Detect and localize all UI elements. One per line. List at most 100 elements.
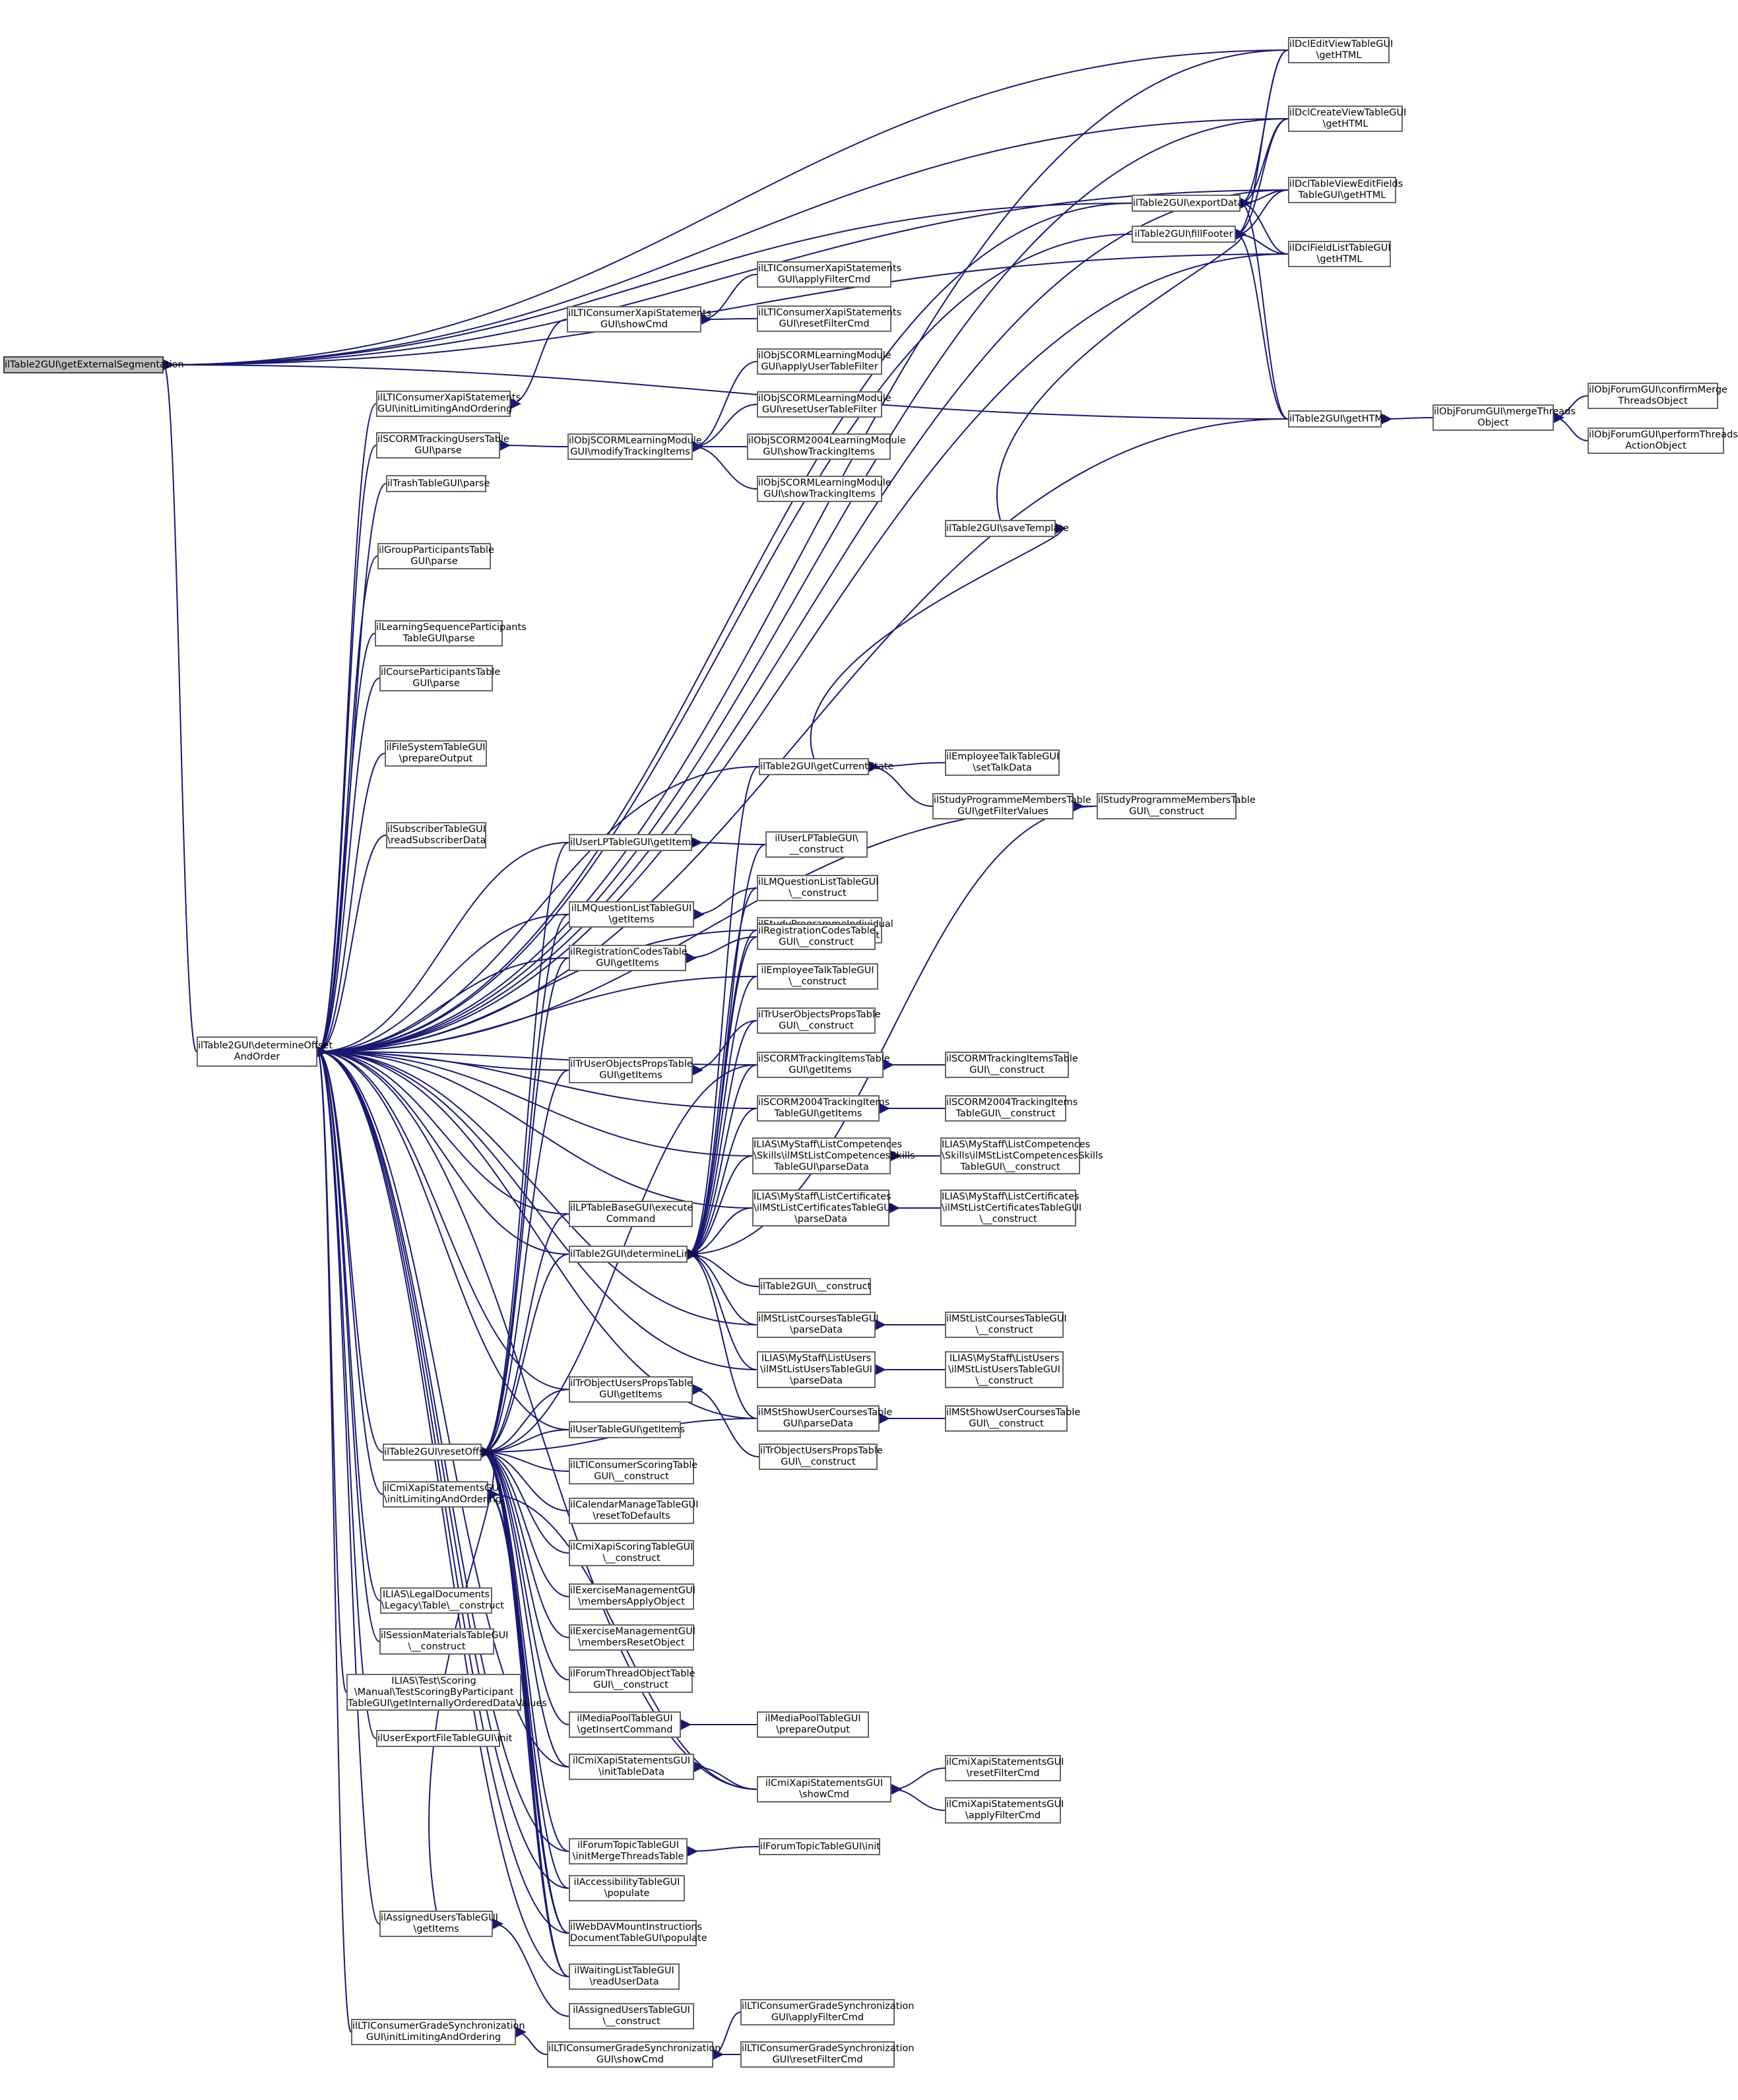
node-resetoffset[interactable]: ilTable2GUI\resetOffset — [383, 1444, 494, 1461]
node-cal-reset[interactable]: ilCalendarManageTableGUI\resetToDefaults — [569, 1498, 698, 1524]
node-assigned-items[interactable]: ilAssignedUsersTableGUI\getItems — [379, 1911, 498, 1937]
node-label-line: ilObjForumGUI\performThreads — [1589, 430, 1738, 440]
node-emp-talk-construct[interactable]: ilEmployeeTalkTableGUI\__construct — [757, 963, 878, 990]
node-cmi-scoring[interactable]: ilCmiXapiScoringTableGUI\__construct — [569, 1540, 694, 1566]
node-cmi-reset[interactable]: ilCmiXapiStatementsGUI\resetFilterCmd — [945, 1755, 1064, 1781]
node-label-line: ilWaitingListTableGUI — [574, 1965, 674, 1976]
node-waiting[interactable]: ilWaitingListTableGUI\readUserData — [569, 1963, 680, 1990]
node-cmi-init-limit[interactable]: ilCmiXapiStatementsGUI\initLimitingAndOr… — [383, 1481, 501, 1508]
node-label-line: ilObjSCORM2004LearningModule — [748, 435, 906, 446]
node-dcl-create[interactable]: ilDclCreateViewTableGUI\getHTML — [1288, 106, 1406, 132]
edge-session-mat-to-determine — [317, 1046, 380, 1642]
node-lmq-items[interactable]: ilLMQuestionListTableGUI\getItems — [569, 901, 694, 928]
node-label-line: ilTable2GUI\saveTemplate — [946, 523, 1069, 534]
node-mst-users-construct[interactable]: ILIAS\MyStaff\ListUsers\ilMStListUsersTa… — [945, 1351, 1064, 1388]
node-legal[interactable]: ILIAS\LegalDocuments\Legacy\Table\__cons… — [380, 1587, 504, 1614]
node-session-mat[interactable]: ilSessionMaterialsTableGUI\__construct — [379, 1628, 508, 1655]
node-trash[interactable]: ilTrashTableGUI\parse — [386, 475, 490, 492]
node-comp-parse[interactable]: ILIAS\MyStaff\ListCompetences\Skills\ilM… — [752, 1137, 915, 1174]
node-accessibility[interactable]: ilAccessibilityTableGUI\populate — [569, 1875, 685, 1901]
node-userlp-items[interactable]: ilUserLPTableGUI\getItems — [569, 834, 696, 851]
node-cmi-init-table[interactable]: ilCmiXapiStatementsGUI\initTableData — [569, 1754, 694, 1780]
node-root[interactable]: ilTable2GUI\getExternalSegmentation — [3, 356, 184, 373]
node-mst-users-parse[interactable]: ILIAS\MyStaff\ListUsers\ilMStListUsersTa… — [757, 1351, 876, 1388]
node-userlp-construct[interactable]: ilUserLPTableGUI\__construct — [765, 831, 868, 858]
node-getcurrentstate[interactable]: ilTable2GUI\getCurrentState — [759, 758, 893, 775]
node-emp-talk-set[interactable]: ilEmployeeTalkTableGUI\setTalkData — [945, 749, 1060, 776]
node-exc-apply[interactable]: ilExerciseManagementGUI\membersApplyObje… — [569, 1583, 695, 1610]
node-scoring-manual[interactable]: ILIAS\Test\Scoring\Manual\TestScoringByP… — [346, 1674, 547, 1711]
node-mst-courses-parse[interactable]: ilMStListCoursesTableGUI\parseData — [757, 1312, 879, 1338]
node-comp-construct[interactable]: ILIAS\MyStaff\ListCompetences\Skills\ilM… — [940, 1137, 1103, 1174]
node-mst-courses-construct[interactable]: ilMStListCoursesTableGUI\__construct — [945, 1312, 1067, 1338]
node-mediapool-prepare[interactable]: ilMediaPoolTableGUI\prepareOutput — [757, 1711, 869, 1738]
node-lmq-construct[interactable]: ilLMQuestionListTableGUI\__construct — [757, 875, 878, 901]
node-forum-topic-init[interactable]: ilForumTopicTableGUI\init — [759, 1838, 880, 1855]
node-label-line: GUI\resetUserTableFilter — [761, 404, 878, 415]
node-mediapool-insert[interactable]: ilMediaPoolTableGUI\getInsertCommand — [569, 1711, 681, 1738]
node-dcl-edit[interactable]: ilDclEditViewTableGUI\getHTML — [1288, 37, 1393, 63]
node-savetemplate[interactable]: ilTable2GUI\saveTemplate — [945, 520, 1069, 537]
node-assigned-construct[interactable]: ilAssignedUsersTableGUI\__construct — [569, 2003, 694, 2029]
node-user-export[interactable]: ilUserExportFileTableGUI\init — [376, 1730, 512, 1747]
node-fillfooter[interactable]: ilTable2GUI\fillFooter — [1132, 226, 1236, 243]
node-t2-construct[interactable]: ilTable2GUI\__construct — [759, 1278, 871, 1295]
node-dcl-fieldlist[interactable]: ilDclFieldListTableGUI\getHTML — [1288, 241, 1391, 267]
node-exc-reset[interactable]: ilExerciseManagementGUI\membersResetObje… — [569, 1624, 695, 1651]
node-filesystem[interactable]: ilFileSystemTableGUI\prepareOutput — [385, 740, 487, 767]
node-cmi-show[interactable]: ilCmiXapiStatementsGUI\showCmd — [757, 1776, 891, 1802]
node-exportdata[interactable]: ilTable2GUI\exportData — [1132, 195, 1243, 212]
node-usertable-items[interactable]: ilUserTableGUI\getItems — [569, 1421, 685, 1438]
node-label-line: ILIAS\MyStaff\ListUsers — [761, 1352, 872, 1364]
node-cert-parse[interactable]: ILIAS\MyStaff\ListCertificates\ilMStList… — [752, 1190, 893, 1226]
node-determinelimit[interactable]: ilTable2GUI\determineLimit — [569, 1246, 699, 1263]
node-label-line: GUI\parse — [410, 556, 458, 567]
node-subscriber[interactable]: ilSubscriberTableGUI\readSubscriberData — [386, 822, 486, 848]
node-cmi-apply[interactable]: ilCmiXapiStatementsGUI\applyFilterCmd — [945, 1797, 1064, 1824]
node-cert-construct[interactable]: ILIAS\MyStaff\ListCertificates\ilMStList… — [940, 1190, 1081, 1226]
node-forum-topic-merge[interactable]: ilForumTopicTableGUI\initMergeThreadsTab… — [569, 1838, 688, 1864]
node-t2-gethtml[interactable]: ilTable2GUI\getHTML — [1288, 410, 1388, 428]
node-label-line: ilForumTopicTableGUI\init — [760, 1841, 880, 1852]
